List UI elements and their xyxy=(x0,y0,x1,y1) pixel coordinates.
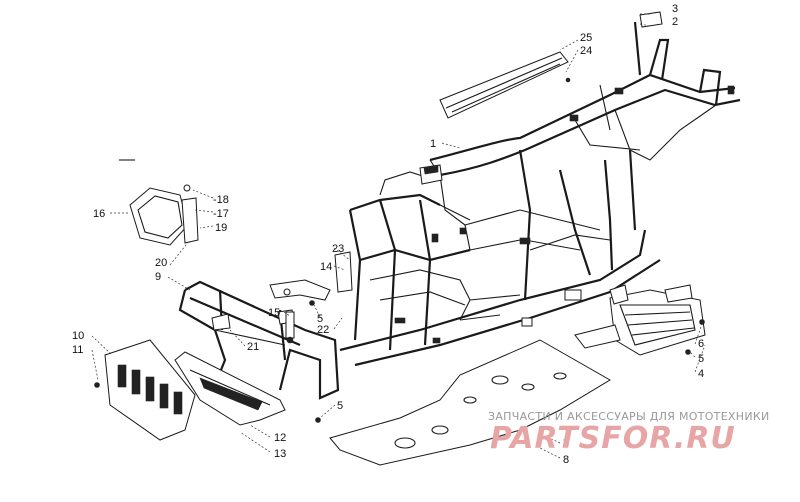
callout-23: 23 xyxy=(332,243,344,255)
callout-8: 8 xyxy=(563,454,569,466)
callout-6: 6 xyxy=(698,338,704,350)
leader-lines xyxy=(91,13,706,459)
callout-10: 10 xyxy=(72,330,84,342)
callout-13: 13 xyxy=(274,448,286,460)
callout-16: 16 xyxy=(93,208,105,220)
watermark-brand: PARTSFOR.RU xyxy=(490,421,736,456)
lower-guard xyxy=(174,351,286,426)
callout-5-bracket: 5 xyxy=(317,313,323,325)
callouts: 1 2 3 4 5 6 5 7 8 9 10 11 12 13 14 15 5 … xyxy=(72,3,704,466)
watermark-caption: ЗАПЧАСТИ И АКСЕССУАРЫ ДЛЯ МОТОТЕХНИКИ xyxy=(488,410,770,423)
callout-5-skid: 5 xyxy=(337,400,343,412)
main-frame xyxy=(339,11,741,367)
callout-19: 19 xyxy=(215,222,227,234)
footrest-assembly xyxy=(574,284,706,356)
callout-5-footrest: 5 xyxy=(698,353,704,365)
callout-24: 24 xyxy=(580,45,592,57)
front-bracket xyxy=(269,251,353,301)
hardware xyxy=(94,77,705,423)
watermark: ЗАПЧАСТИ И АКСЕССУАРЫ ДЛЯ МОТОТЕХНИКИ PA… xyxy=(488,410,770,456)
callout-2: 2 xyxy=(672,16,678,28)
callout-3: 3 xyxy=(672,3,678,15)
grille-plate xyxy=(104,339,196,441)
callout-9: 9 xyxy=(155,271,161,283)
callout-17: -17 xyxy=(213,208,229,220)
callout-21: 21 xyxy=(247,341,259,353)
callout-11: 11 xyxy=(72,344,83,356)
callout-25: 25 xyxy=(580,32,592,44)
callout-7: 7 xyxy=(563,438,569,450)
callout-18: -18 xyxy=(213,194,229,206)
callout-14: 14 xyxy=(320,261,332,273)
callout-1: 1 xyxy=(430,138,436,150)
rail-cover-part xyxy=(439,51,569,119)
callout-12: 12 xyxy=(274,432,286,444)
callout-22: 22 xyxy=(317,324,329,336)
callout-15: 15 xyxy=(268,307,280,319)
callout-20: 20 xyxy=(155,257,167,269)
headlight xyxy=(129,184,199,246)
skid-plate xyxy=(329,339,611,466)
callout-4: 4 xyxy=(698,368,704,380)
